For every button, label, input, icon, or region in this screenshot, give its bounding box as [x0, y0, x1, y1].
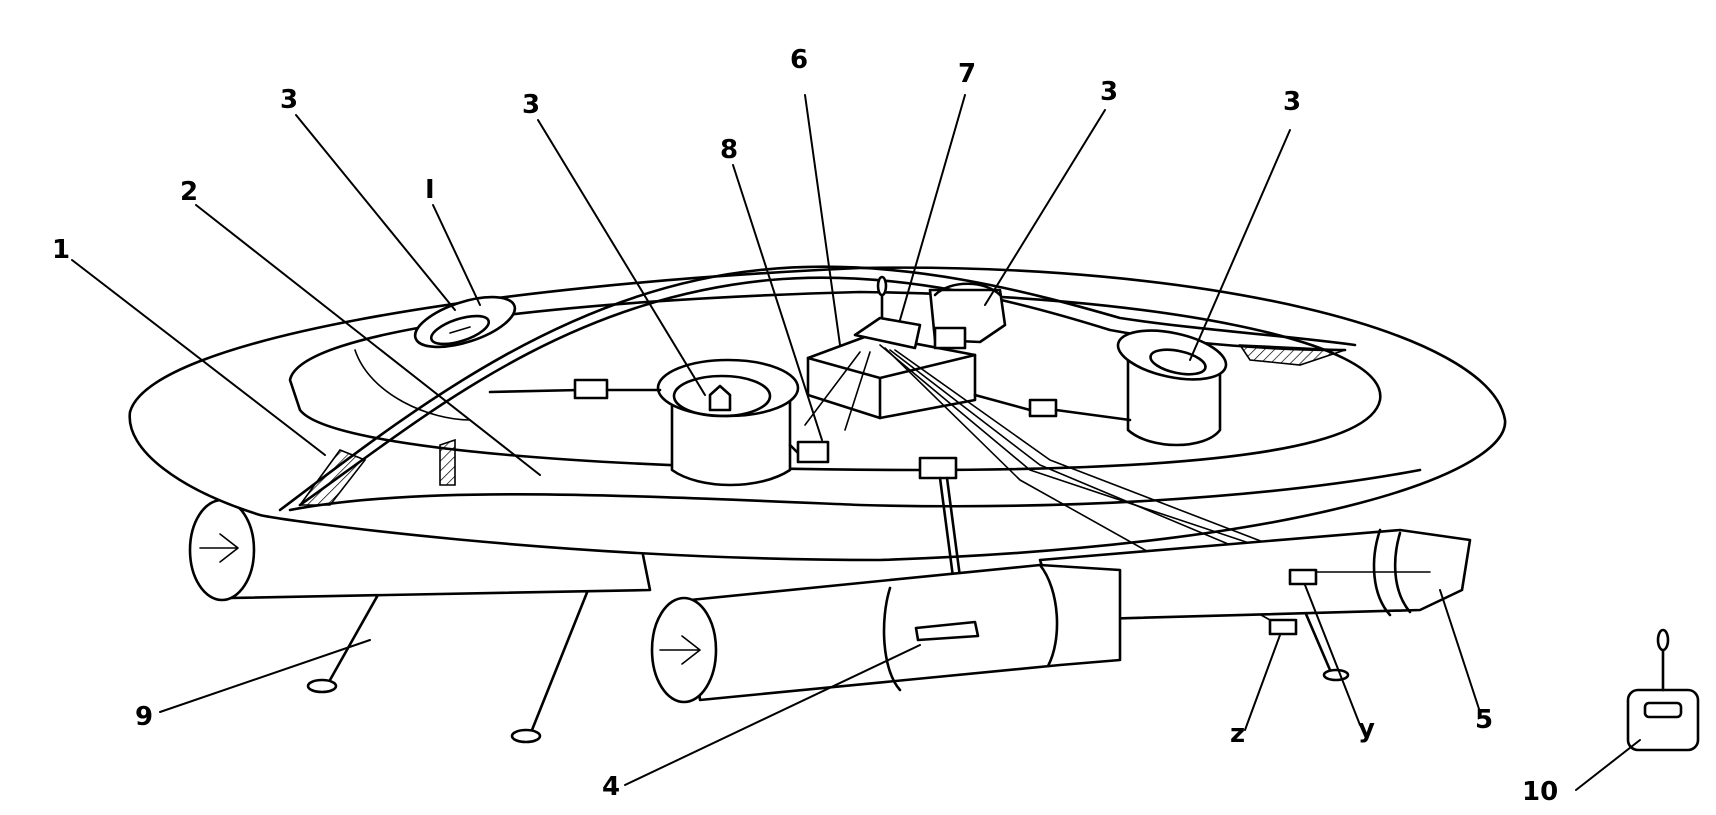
landing-foot-middle — [510, 728, 542, 744]
label-2: 2 — [180, 177, 198, 207]
label-3-rear-left: 3 — [280, 85, 298, 115]
rotor-3-right — [1116, 329, 1228, 447]
label-4: 4 — [602, 772, 620, 802]
remote-controller — [1626, 628, 1700, 752]
label-10: 10 — [1522, 777, 1558, 807]
landing-foot-right — [1322, 668, 1350, 682]
central-controller-box — [804, 275, 1311, 621]
label-1: 1 — [52, 235, 70, 265]
leader-3a — [295, 114, 456, 311]
connector-left — [573, 378, 609, 400]
leader-2 — [195, 204, 541, 476]
disc-lower-rim — [288, 468, 1422, 512]
label-y: y — [1358, 714, 1375, 744]
leader-3d — [1189, 129, 1291, 361]
leader-9 — [159, 639, 371, 713]
connector-4 — [918, 456, 958, 480]
leader-3c — [984, 109, 1106, 306]
sensor-z — [1268, 618, 1298, 636]
reference-labels: 1 2 3 I 3 8 6 7 3 3 9 4 z y 5 10 — [52, 45, 1558, 807]
leader-z — [1244, 634, 1281, 731]
leader-4 — [624, 644, 921, 786]
leader-7 — [899, 94, 966, 321]
label-7: 7 — [958, 59, 976, 89]
thruster-4-motor — [914, 620, 980, 642]
top-module — [853, 316, 922, 350]
landing-foot-left — [306, 678, 338, 694]
remote-display — [1643, 701, 1683, 719]
left-thruster-fan-icon — [199, 533, 239, 563]
inner-ring-2 — [288, 290, 1382, 472]
label-5: 5 — [1475, 705, 1493, 735]
thruster-4-fan-icon — [659, 635, 701, 665]
leader-6 — [804, 94, 841, 346]
left-thruster-intake — [188, 498, 256, 602]
saucer-body — [128, 265, 1507, 562]
connector-8 — [796, 440, 830, 464]
sensor-y — [1288, 568, 1318, 586]
canopy-hatch-left — [298, 449, 367, 506]
canopy-hatch-mid — [439, 438, 456, 486]
leader-I — [432, 204, 481, 306]
leader-10 — [1575, 739, 1641, 791]
thruster-4 — [650, 563, 1122, 704]
leader-3b — [537, 119, 706, 396]
label-9: 9 — [135, 702, 153, 732]
leader-1 — [71, 259, 326, 456]
connector-right — [1028, 398, 1058, 418]
label-I: I — [425, 175, 435, 205]
label-3-right: 3 — [1283, 87, 1301, 117]
outer-disc — [128, 266, 1507, 562]
inner-arc — [354, 349, 471, 421]
rotor-3-front-fan-icon — [708, 384, 732, 412]
leader-8 — [732, 164, 823, 441]
label-6: 6 — [790, 45, 808, 75]
wire-to-y — [879, 344, 1301, 561]
rotor-3-rear-left-fan-icon — [449, 326, 471, 334]
rotor-3-front — [656, 358, 800, 487]
antenna-tip — [876, 275, 888, 297]
canopy-hatch-right — [1238, 344, 1346, 366]
label-3-top: 3 — [1100, 77, 1118, 107]
label-z: z — [1230, 719, 1245, 749]
canopy-outer — [278, 265, 1357, 512]
rotor-3-rear-left — [413, 295, 517, 349]
leader-lines — [71, 94, 1641, 791]
connectors — [488, 326, 1132, 617]
leader-5 — [1439, 589, 1481, 713]
connector-top — [933, 326, 967, 350]
label-3-front: 3 — [522, 90, 540, 120]
label-8: 8 — [720, 135, 738, 165]
leader-y — [1304, 584, 1361, 726]
